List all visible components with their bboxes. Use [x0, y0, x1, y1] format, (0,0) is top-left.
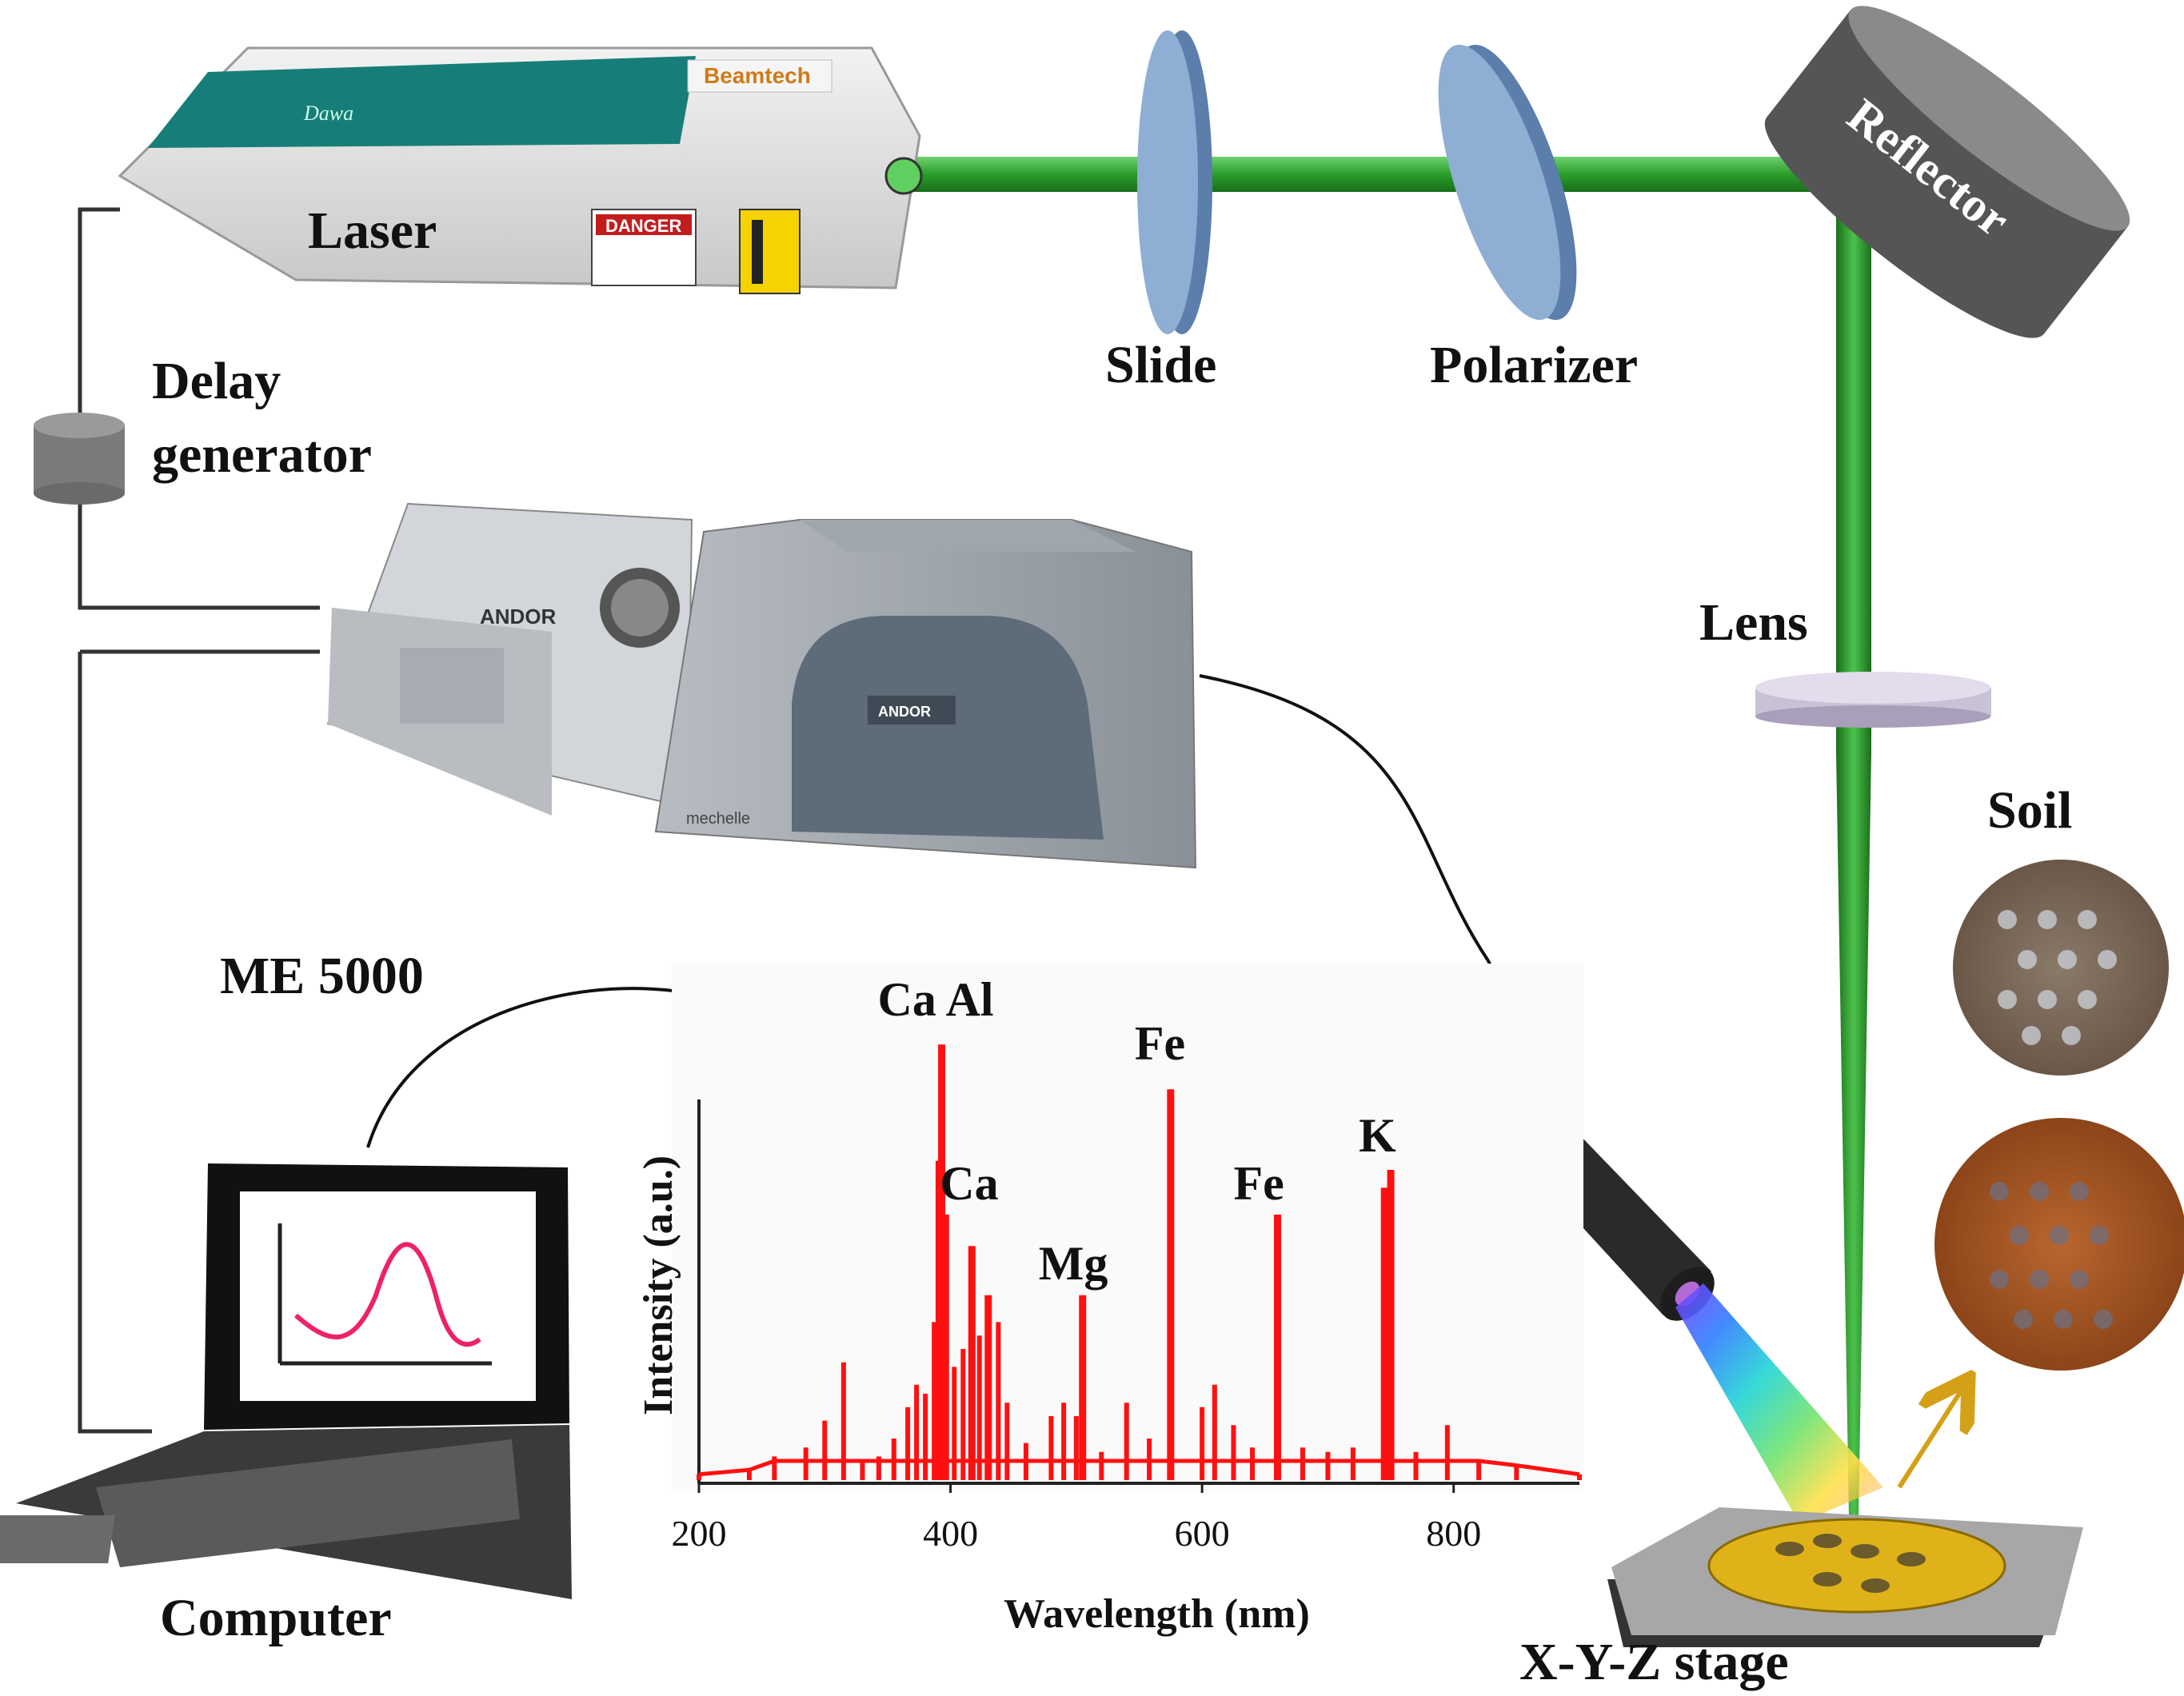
- laser-head: Beamtech Dawa DANGER Laser: [118, 46, 923, 294]
- stage-label: X-Y-Z stage: [1519, 1633, 1789, 1691]
- polarizer-optic: Polarizer: [1430, 44, 1638, 394]
- laser-brand: Beamtech: [704, 63, 811, 88]
- touchpad: [0, 1515, 115, 1563]
- laser-label: Laser: [308, 202, 437, 260]
- laser-top-panel: [148, 56, 696, 148]
- peak-label: K: [1359, 1109, 1396, 1162]
- warning-sticker: [739, 209, 801, 294]
- x-tick-label: 600: [1175, 1513, 1230, 1554]
- y-axis-label: Intensity (a.u.): [636, 1155, 681, 1415]
- x-tick-label: 400: [923, 1513, 978, 1554]
- reflector-mirror: Reflector: [1764, 6, 2130, 338]
- computer-label: Computer: [160, 1589, 392, 1647]
- soil-label: Soil: [1987, 781, 2072, 840]
- xyz-stage: X-Y-Z stage: [1519, 1507, 2083, 1691]
- soil-sample-gray: [1953, 860, 2169, 1075]
- light-cone: [1675, 1283, 1883, 1523]
- signal-cables: [78, 207, 320, 1434]
- sample-arrow: [1897, 1387, 1963, 1489]
- echelle-spectrometer: ANDOR mechelle: [654, 519, 1197, 869]
- x-tick-label: 200: [672, 1513, 727, 1554]
- peak-label: Ca Al: [878, 973, 994, 1026]
- lens-label: Lens: [1699, 593, 1808, 652]
- peak-label: Fe: [1234, 1157, 1284, 1210]
- polarizer-label: Polarizer: [1430, 336, 1638, 394]
- slide-optic: Slide: [1105, 30, 1216, 394]
- camera-model: iStar: [332, 563, 381, 589]
- delay-generator: Delay generator: [34, 352, 372, 505]
- me5000-label: ME 5000: [220, 947, 424, 1005]
- laser-aperture: [884, 157, 923, 195]
- computer-screen: [240, 1191, 536, 1401]
- delay-label-line2: generator: [152, 425, 372, 484]
- x-axis-label: Wavelength (nm): [1004, 1591, 1310, 1637]
- soil-samples: Soil: [1897, 781, 2184, 1489]
- andor-camera: iStar ANDOR: [326, 502, 693, 816]
- screen-curve: [294, 1242, 481, 1347]
- danger-label: DANGER: [605, 216, 681, 236]
- peak-label: Mg: [1039, 1237, 1108, 1290]
- spectrometer-model: mechelle: [686, 810, 750, 828]
- peak-label: Ca: [940, 1157, 998, 1210]
- peak-label: Fe: [1135, 1017, 1185, 1070]
- laser-model: Dawa: [303, 102, 353, 125]
- slide-label: Slide: [1105, 336, 1216, 394]
- computer: Computer: [0, 1163, 572, 1647]
- delay-label-line1: Delay: [152, 352, 281, 410]
- spectrometer-brand: ANDOR: [878, 704, 931, 720]
- lens-optic: Lens: [1699, 593, 1991, 728]
- x-tick-label: 800: [1426, 1513, 1481, 1554]
- camera-brand: ANDOR: [480, 605, 557, 629]
